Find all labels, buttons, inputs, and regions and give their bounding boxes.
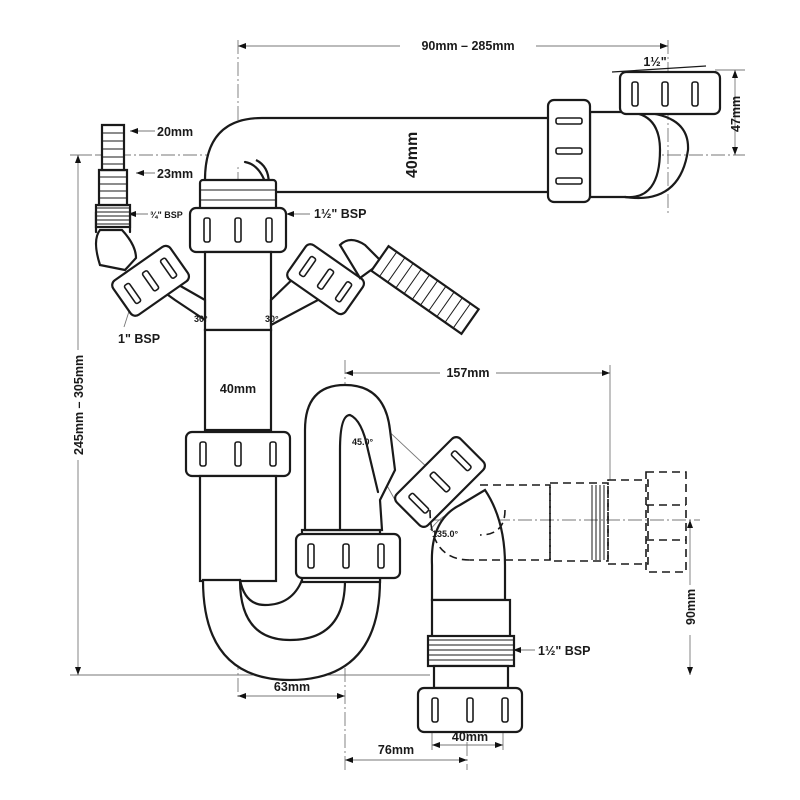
alternative-outlet-hidden: [429, 471, 687, 573]
label-angle-135: 135.0°: [432, 529, 459, 539]
label-outlet-diameter: 40mm: [452, 730, 488, 744]
right-branch: [269, 238, 481, 336]
angled-connector: [394, 436, 507, 602]
labels: 90mm – 285mm 1½" 20mm 23mm ¾" BSP 1" BSP…: [70, 38, 743, 757]
label-trap-width: 157mm: [446, 366, 489, 380]
label-bsp-inch: 1" BSP: [118, 332, 160, 346]
label-span-top: 90mm – 285mm: [421, 39, 514, 53]
label-trap-offset: 63mm: [274, 680, 310, 694]
left-branch: [94, 123, 207, 323]
label-outlet-offset: 76mm: [378, 743, 414, 757]
label-bsp-top-right: 1½" BSP: [314, 207, 366, 221]
u-bend: [201, 383, 402, 682]
label-outlet-height: 90mm: [684, 589, 698, 625]
overflow-inlet-pipe: [203, 65, 722, 204]
label-hose-body: 23mm: [157, 167, 193, 181]
label-overall-height: 245mm – 305mm: [72, 355, 86, 455]
bottom-outlet: [416, 598, 524, 734]
label-bsp-outlet: 1½" BSP: [538, 644, 590, 658]
label-height-47: 47mm: [729, 96, 743, 132]
standpipe: [184, 178, 292, 583]
label-angle-right: 30°: [265, 314, 279, 324]
label-bsp-three-quarter: ¾" BSP: [150, 210, 183, 220]
label-angle-left: 30°: [194, 314, 208, 324]
label-angle-45: 45.0°: [352, 437, 374, 447]
label-pipe-width: 40mm: [220, 382, 256, 396]
label-hose-tip: 20mm: [157, 125, 193, 139]
label-drop-40: 40mm: [404, 132, 421, 178]
label-inlet-size: 1½": [643, 55, 666, 69]
